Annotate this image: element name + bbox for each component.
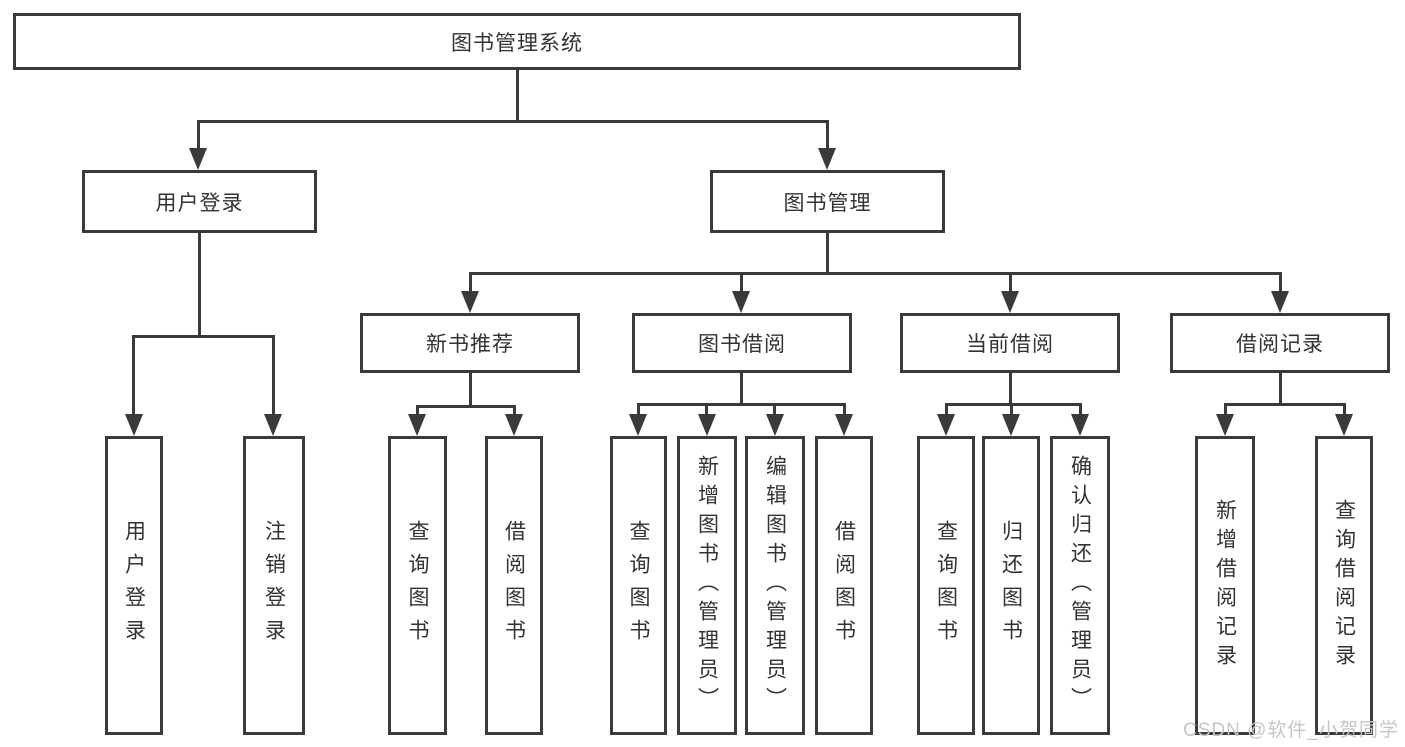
arrowhead-book-management [818,148,836,170]
leaf-logout: 注销登录 [243,436,305,735]
connector-records-branch [1224,403,1346,406]
connector-to-current-return [1010,403,1013,416]
arrowhead-current-query [937,414,955,436]
arrowhead-borrow-edit [766,414,784,436]
connector-to-current-query [945,403,948,416]
connector-to-leaf-user-login [132,335,135,416]
leaf-newrec-borrow-books: 借阅图书 [485,436,543,735]
leaf-borrow-borrow-books: 借阅图书 [815,436,873,735]
connector-to-borrow-query [637,403,640,416]
arrowhead-current-borrow [1001,291,1019,313]
connector-to-borrow-records [1279,272,1282,295]
connector-book-management-branch [469,272,1282,275]
leaf-newrec-query-books: 查询图书 [388,436,447,735]
connector-to-newrec-query [416,405,419,416]
node-new-book-recommend: 新书推荐 [360,313,580,373]
arrowhead-records-add [1216,414,1234,436]
connector-to-book-borrow [740,272,743,295]
leaf-user-login: 用户登录 [105,436,163,735]
node-current-borrow: 当前借阅 [900,313,1120,373]
connector-to-current-borrow [1009,272,1012,295]
connector-newrec-stem [469,373,472,408]
arrowhead-leaf-user-login [125,414,143,436]
connector-root-branch [197,120,829,123]
node-book-borrow: 图书借阅 [632,313,852,373]
arrowhead-borrow-query [629,414,647,436]
arrowhead-borrow-add [698,414,716,436]
leaf-borrow-edit-books-admin: 编辑图书（管理员） [745,436,805,735]
connector-root-stem [516,70,519,120]
leaf-current-query-books: 查询图书 [917,436,975,735]
connector-current-branch [945,403,1082,406]
node-borrow-records: 借阅记录 [1170,313,1390,373]
connector-to-records-query [1343,403,1346,416]
leaf-current-confirm-return-admin: 确认归还（管理员） [1050,436,1110,735]
connector-root-to-book-management [826,120,829,150]
arrowhead-new-book-recommend [461,291,479,313]
arrowhead-current-confirm [1071,414,1089,436]
connector-user-login-stem [198,233,201,335]
connector-to-borrow-borrow [843,403,846,416]
arrowhead-book-borrow [732,291,750,313]
connector-to-newrec-borrow [513,405,516,416]
connector-borrow-branch [637,403,846,406]
arrowhead-newrec-query [408,414,426,436]
connector-newrec-branch [416,405,516,408]
leaf-records-query-record: 查询借阅记录 [1315,436,1373,735]
connector-to-records-add [1224,403,1227,416]
connector-records-stem [1279,373,1282,406]
node-book-management: 图书管理 [710,170,945,233]
leaf-borrow-query-books: 查询图书 [610,436,667,735]
connector-to-leaf-logout [272,335,275,416]
arrowhead-borrow-borrow [835,414,853,436]
node-root: 图书管理系统 [13,13,1021,70]
arrowhead-user-login [189,148,207,170]
arrowhead-current-return [1002,414,1020,436]
leaf-borrow-add-books-admin: 新增图书（管理员） [677,436,737,735]
node-user-login: 用户登录 [82,170,317,233]
leaf-records-add-record: 新增借阅记录 [1195,436,1255,735]
arrowhead-leaf-logout [264,414,282,436]
arrowhead-newrec-borrow [505,414,523,436]
connector-root-to-user-login [197,120,200,150]
connector-to-borrow-add [705,403,708,416]
leaf-current-return-books: 归还图书 [982,436,1040,735]
connector-to-new-book-recommend [469,272,472,295]
connector-current-stem [1009,373,1012,406]
connector-borrow-stem [740,373,743,406]
connector-user-login-branch [133,335,275,338]
arrowhead-borrow-records [1271,291,1289,313]
connector-to-borrow-edit [773,403,776,416]
connector-to-current-confirm [1079,403,1082,416]
csdn-watermark: CSDN @软件_小贺同学 [1183,720,1399,741]
connector-book-management-stem [826,233,829,274]
arrowhead-records-query [1335,414,1353,436]
